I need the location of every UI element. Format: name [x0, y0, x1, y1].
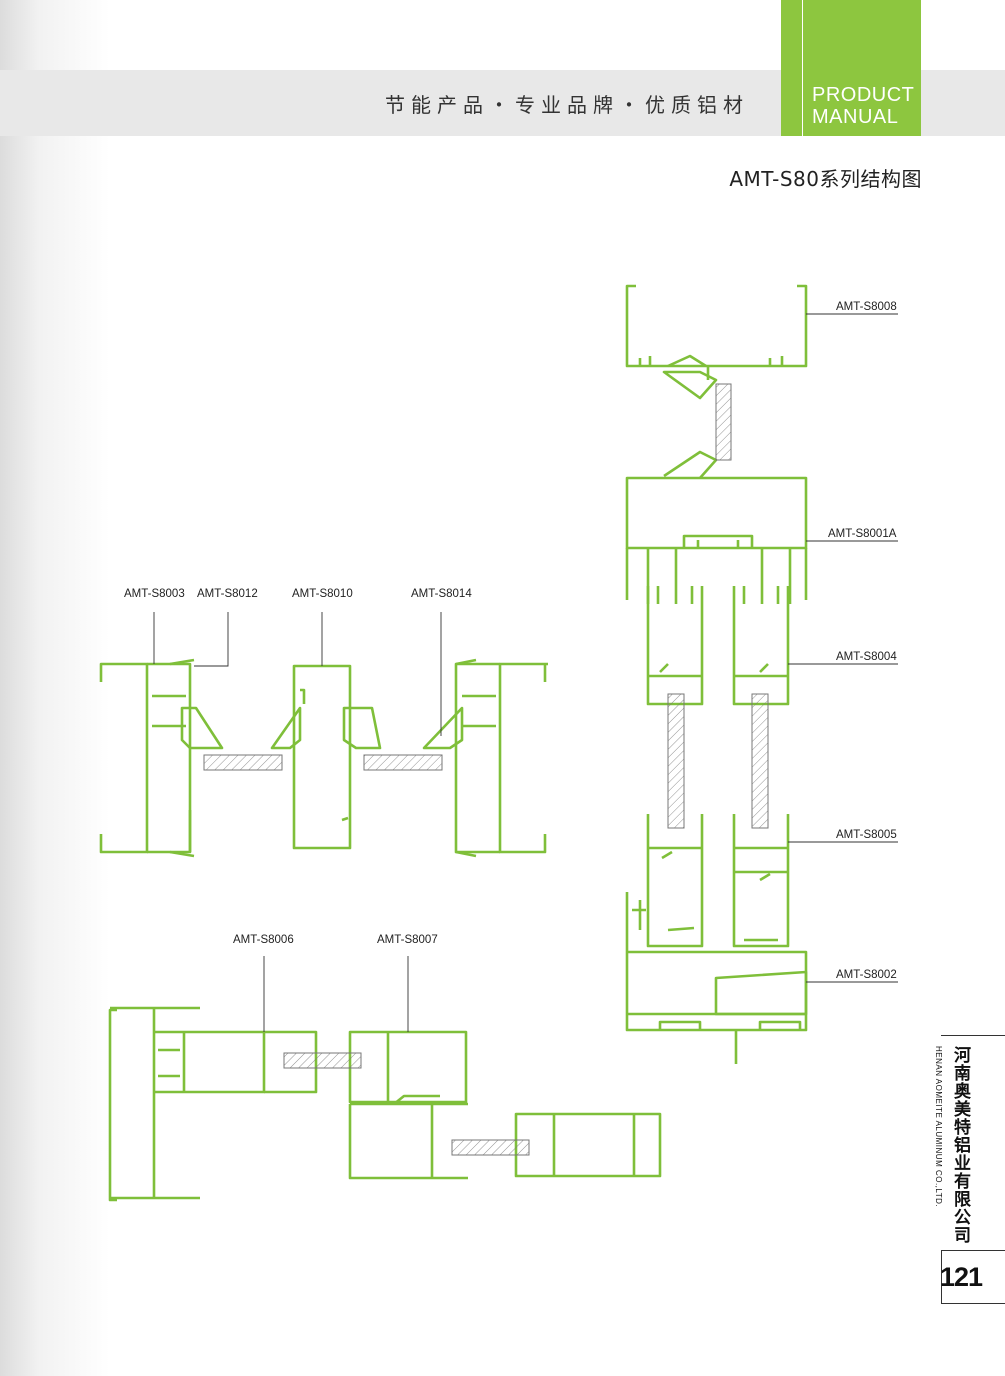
label-s8014: AMT-S8014: [411, 588, 472, 600]
company-name-zh: 河南奥美特铝业有限公司: [950, 1046, 970, 1244]
page-title: AMT-S80系列结构图: [729, 167, 922, 191]
label-s8003: AMT-S8003: [124, 588, 185, 600]
bottom-assembly: [108, 1006, 662, 1202]
company-name-en: HENAN AOMEITE ALUMINUM CO.,LTD.: [934, 1046, 943, 1208]
company-block: 河南奥美特铝业有限公司 HENAN AOMEITE ALUMINUM CO.,L…: [934, 1040, 980, 1250]
glass-bottom-right: [451, 1139, 530, 1156]
glass-top: [715, 383, 732, 461]
label-s8006: AMT-S8006: [233, 934, 294, 946]
glass-middle-right: [363, 754, 443, 771]
label-s8002: AMT-S8002: [836, 969, 897, 981]
glass-left-sash: [667, 693, 685, 829]
header-slogan: 节能产品・专业品牌・优质铝材: [385, 93, 749, 117]
label-s8005: AMT-S8005: [836, 829, 897, 841]
page-number-bottom-rule: [941, 1303, 1005, 1304]
label-s8012: AMT-S8012: [197, 588, 258, 600]
company-top-rule: [941, 1035, 1005, 1036]
label-s8001a: AMT-S8001A: [828, 528, 897, 540]
glass-bottom-left: [283, 1052, 362, 1069]
label-s8004: AMT-S8004: [836, 651, 897, 663]
label-s8008: AMT-S8008: [836, 301, 897, 313]
company-bottom-rule: [941, 1250, 1005, 1251]
glass-right-sash: [751, 693, 769, 829]
tab-label-line2: MANUAL: [812, 106, 899, 128]
page-number-rule: [941, 1250, 942, 1304]
right-assembly: [625, 284, 808, 1064]
middle-assembly: [99, 658, 548, 858]
tab-label-line1: PRODUCT: [812, 84, 915, 106]
product-manual-tab: [781, 0, 921, 136]
label-s8007: AMT-S8007: [377, 934, 438, 946]
tab-divider: [802, 0, 803, 136]
label-s8010: AMT-S8010: [292, 588, 353, 600]
leader-lines: [153, 313, 898, 1032]
page-number: 121: [940, 1262, 983, 1292]
glass-middle-left: [203, 754, 283, 771]
